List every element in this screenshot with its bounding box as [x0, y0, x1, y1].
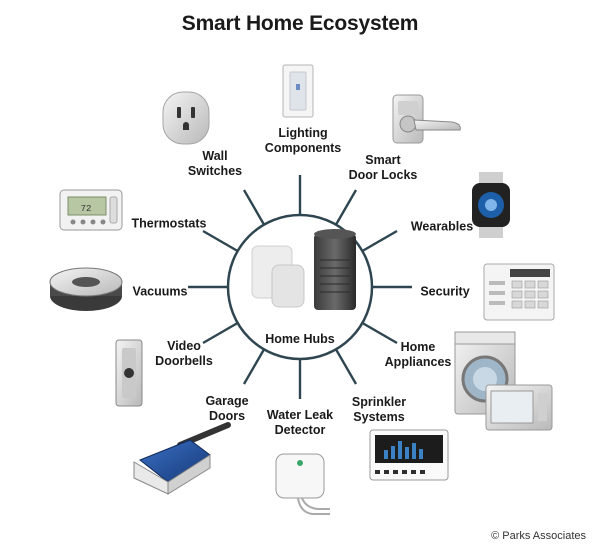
spoke-lines [188, 175, 412, 399]
label-wearables: Wearables [410, 219, 474, 234]
home-hubs-icon [251, 229, 356, 310]
robot-vacuum-icon [49, 267, 123, 311]
spoke-appliances [361, 321, 398, 345]
thermostat-icon: 72 [59, 189, 123, 231]
security-keypad-icon [483, 263, 555, 321]
wall-outlet-icon [162, 91, 210, 145]
spoke-wearables [361, 229, 398, 253]
sprinkler-controller-icon [369, 429, 449, 481]
spoke-doorbells [202, 321, 239, 345]
light-switch-icon [282, 64, 314, 118]
diagram-title: Smart Home Ecosystem [181, 12, 419, 35]
door-lock-icon [392, 94, 461, 144]
hub-label: Home Hubs [265, 332, 335, 346]
label-vacuums: Vacuums [132, 284, 188, 299]
spoke-switches [242, 189, 266, 226]
spoke-door-locks [334, 189, 358, 226]
garage-opener-icon [133, 422, 231, 495]
spoke-sprinkler [334, 348, 358, 385]
spoke-thermostats [202, 229, 239, 253]
svg-text:72: 72 [81, 204, 92, 214]
label-security: Security [420, 284, 470, 299]
video-doorbell-icon [115, 339, 143, 407]
label-thermostats: Thermostats [131, 216, 207, 231]
smartwatch-icon [472, 172, 510, 238]
water-leak-detector-icon [275, 453, 330, 515]
copyright-credit: © Parks Associates [491, 530, 586, 542]
spoke-garage [242, 348, 266, 385]
washer-microwave-icon [454, 331, 553, 431]
